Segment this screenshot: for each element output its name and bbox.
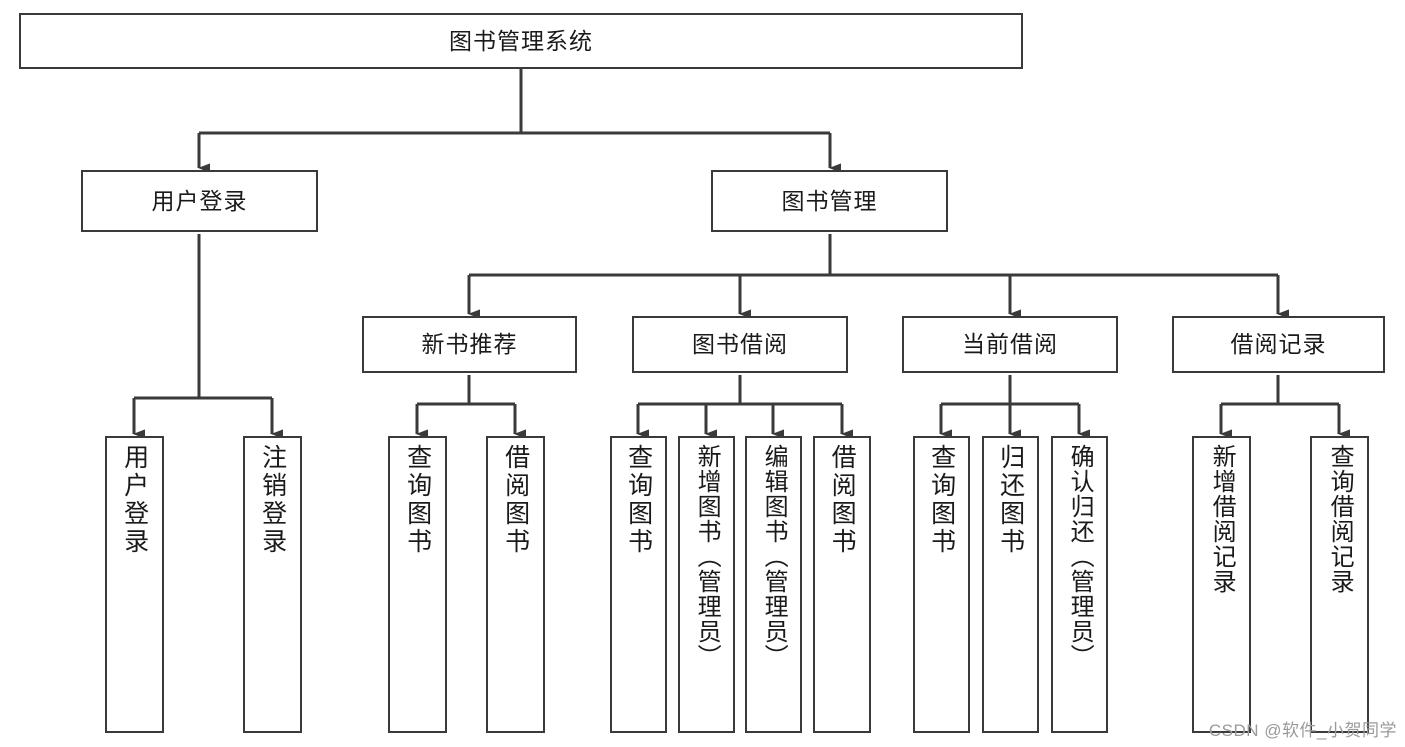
leaf-recommend-borrow-book[interactable]: 借阅图书 — [486, 436, 545, 733]
node-label: 编辑图书（管理员） — [760, 444, 788, 669]
node-label: 用户登录 — [120, 444, 149, 556]
node-label: 借阅图书 — [501, 444, 530, 556]
node-current-borrow[interactable]: 当前借阅 — [902, 316, 1118, 373]
leaf-current-return-book[interactable]: 归还图书 — [982, 436, 1039, 733]
node-label: 图书借阅 — [692, 331, 788, 358]
node-borrow-record[interactable]: 借阅记录 — [1172, 316, 1385, 373]
leaf-user-login-signout[interactable]: 注销登录 — [243, 436, 302, 733]
leaf-recommend-query-book[interactable]: 查询图书 — [388, 436, 447, 733]
node-label: 查询图书 — [403, 444, 432, 556]
leaf-current-confirm-return-admin[interactable]: 确认归还（管理员） — [1051, 436, 1108, 733]
leaf-record-add-record[interactable]: 新增借阅记录 — [1192, 436, 1251, 733]
leaf-record-query-record[interactable]: 查询借阅记录 — [1310, 436, 1369, 733]
node-root-system[interactable]: 图书管理系统 — [19, 13, 1023, 69]
node-label: 查询图书 — [927, 444, 956, 556]
watermark-text: CSDN @软件_小贺同学 — [1208, 721, 1397, 740]
node-label: 当前借阅 — [962, 331, 1058, 358]
node-label: 用户登录 — [151, 187, 248, 214]
node-label: 归还图书 — [996, 444, 1025, 556]
node-book-management[interactable]: 图书管理 — [711, 170, 948, 232]
node-new-book-recommend[interactable]: 新书推荐 — [362, 316, 577, 373]
node-label: 图书管理系统 — [449, 27, 593, 54]
leaf-borrow-edit-book-admin[interactable]: 编辑图书（管理员） — [745, 436, 802, 733]
leaf-borrow-borrow-book[interactable]: 借阅图书 — [813, 436, 871, 733]
node-book-borrow[interactable]: 图书借阅 — [632, 316, 848, 373]
node-label: 确认归还（管理员） — [1066, 444, 1094, 669]
node-label: 查询图书 — [624, 444, 653, 556]
leaf-user-login-signin[interactable]: 用户登录 — [105, 436, 164, 733]
node-label: 新书推荐 — [421, 331, 518, 358]
node-user-login[interactable]: 用户登录 — [81, 170, 318, 232]
node-label: 图书管理 — [781, 187, 878, 214]
node-label: 借阅记录 — [1230, 331, 1327, 358]
node-label: 新增借阅记录 — [1208, 444, 1236, 594]
node-label: 新增图书（管理员） — [693, 444, 721, 669]
node-label: 借阅图书 — [828, 444, 857, 556]
node-label: 注销登录 — [258, 444, 287, 556]
leaf-current-query-book[interactable]: 查询图书 — [913, 436, 970, 733]
leaf-borrow-add-book-admin[interactable]: 新增图书（管理员） — [678, 436, 735, 733]
leaf-borrow-query-book[interactable]: 查询图书 — [610, 436, 667, 733]
node-label: 查询借阅记录 — [1326, 444, 1354, 594]
